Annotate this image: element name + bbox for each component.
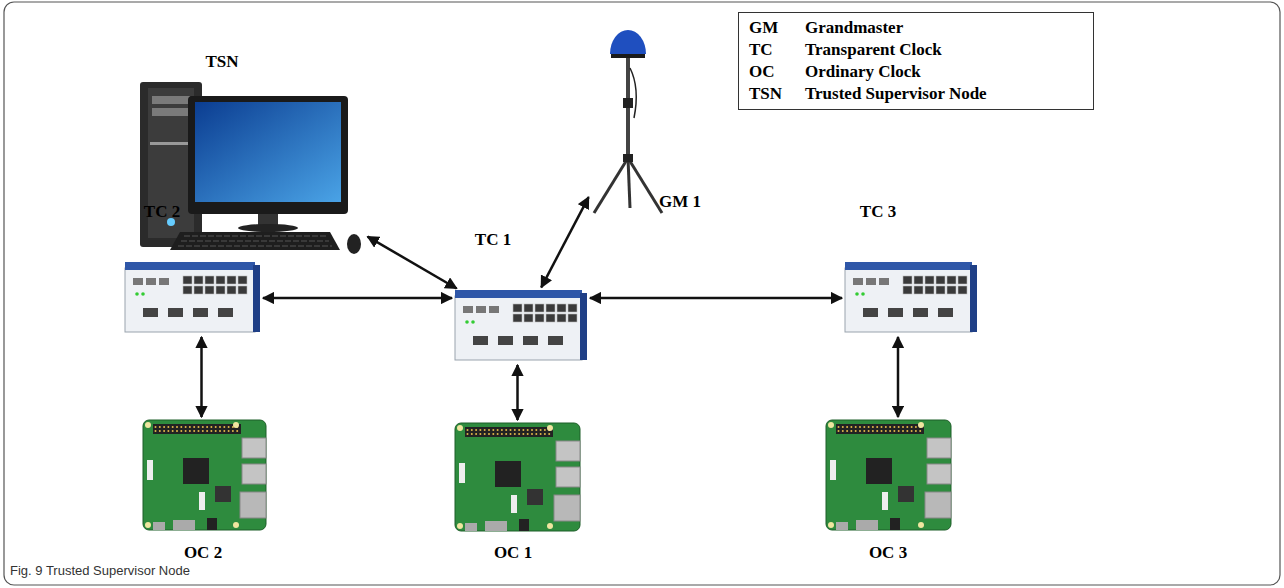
abbreviation-meaning: Ordinary Clock bbox=[805, 61, 1079, 82]
abbreviation-meaning: Trusted Supervisor Node bbox=[805, 83, 1079, 104]
switch-icon bbox=[455, 290, 587, 362]
switch-icon-node: TC 1 bbox=[455, 290, 587, 362]
abbreviation-meaning: Transparent Clock bbox=[805, 39, 1079, 60]
raspberry-pi-icon bbox=[826, 420, 951, 530]
network-link-arrow bbox=[897, 337, 900, 417]
network-link-arrow bbox=[541, 197, 588, 287]
monitor bbox=[188, 96, 348, 214]
device-label: TC 2 bbox=[144, 202, 180, 222]
computer-icon bbox=[140, 82, 365, 257]
raspberry-pi-icon bbox=[455, 423, 580, 531]
circuit-board bbox=[826, 420, 951, 530]
antenna-dome bbox=[610, 30, 646, 54]
keyboard bbox=[170, 232, 340, 250]
network-link-arrow bbox=[200, 337, 203, 417]
computer-icon-node: TSN bbox=[140, 82, 365, 257]
switch-icon bbox=[125, 262, 260, 334]
device-label: OC 1 bbox=[494, 543, 532, 563]
abbreviation: OC bbox=[749, 61, 805, 82]
gps-antenna-icon-node: GM 1 bbox=[590, 28, 666, 216]
abbreviation-meaning: Grandmaster bbox=[805, 17, 1079, 38]
network-link-arrow bbox=[368, 237, 457, 289]
abbreviation: TC bbox=[749, 39, 805, 60]
circuit-board bbox=[455, 423, 580, 531]
switch-body bbox=[455, 296, 582, 360]
network-link-arrow bbox=[516, 365, 519, 420]
circuit-board bbox=[143, 420, 266, 530]
switch-body bbox=[845, 268, 972, 332]
device-label: OC 2 bbox=[184, 543, 222, 563]
gps-antenna-icon bbox=[590, 28, 666, 216]
raspberry-pi-icon bbox=[143, 420, 266, 530]
device-label: OC 3 bbox=[869, 543, 907, 563]
network-link-arrow bbox=[590, 297, 842, 300]
device-label: TC 3 bbox=[860, 202, 896, 222]
switch-icon-node: TC 2 bbox=[125, 262, 260, 334]
mouse bbox=[347, 234, 361, 254]
abbreviation-legend: GMGrandmasterTCTransparent ClockOCOrdina… bbox=[738, 12, 1094, 110]
device-label: TSN bbox=[205, 52, 238, 72]
switch-icon bbox=[845, 262, 977, 334]
frame-border bbox=[4, 2, 1280, 585]
network-link-arrow bbox=[263, 297, 452, 300]
switch-icon-node: TC 3 bbox=[845, 262, 977, 334]
device-label: GM 1 bbox=[659, 192, 701, 212]
abbreviation: TSN bbox=[749, 83, 805, 104]
raspberry-pi-icon-node: OC 1 bbox=[455, 423, 580, 531]
device-label: TC 1 bbox=[475, 230, 511, 250]
raspberry-pi-icon-node: OC 2 bbox=[143, 420, 266, 530]
switch-body bbox=[125, 268, 255, 332]
figure-caption: Fig. 9 Trusted Supervisor Node bbox=[10, 563, 190, 578]
abbreviation: GM bbox=[749, 17, 805, 38]
raspberry-pi-icon-node: OC 3 bbox=[826, 420, 951, 530]
